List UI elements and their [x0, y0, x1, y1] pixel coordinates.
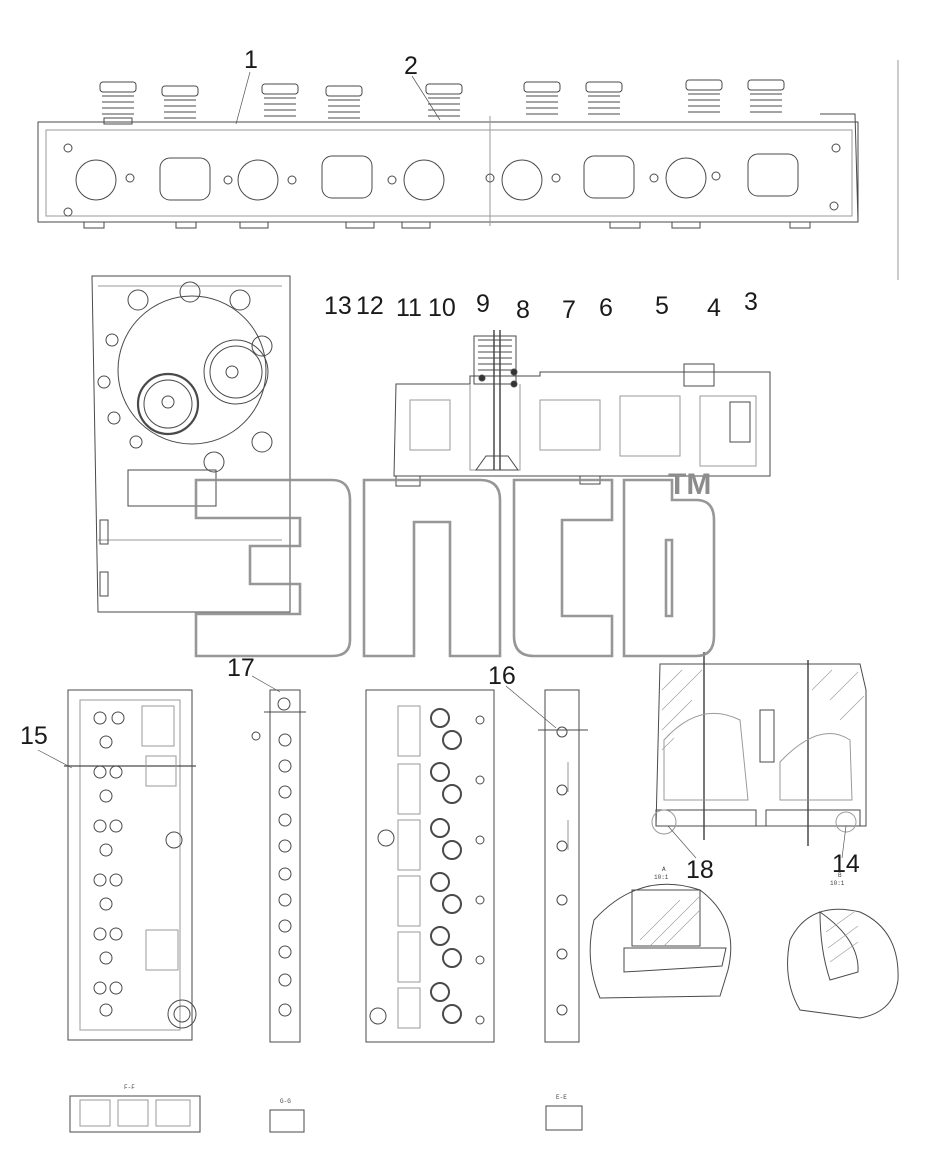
section-label-ff: F-F [124, 1084, 135, 1091]
section-label-gg: G-G [280, 1098, 291, 1105]
chamber-section-view [651, 652, 867, 846]
callout-12: 12 [356, 292, 384, 320]
callout-7: 7 [562, 296, 576, 324]
callout-9: 9 [476, 290, 490, 318]
callout-16: 16 [488, 662, 516, 690]
callout-5: 5 [655, 292, 669, 320]
section-gg-snippet [269, 1109, 305, 1133]
cylinder-head-side-view [37, 60, 899, 280]
callout-6: 6 [599, 294, 613, 322]
detail-a-label: A [662, 866, 666, 873]
callout-1: 1 [244, 46, 258, 74]
callout-4: 4 [707, 294, 721, 322]
watermark-trademark: TM [668, 468, 712, 501]
section-ee-snippet [545, 1105, 583, 1131]
callout-2: 2 [404, 52, 418, 80]
callout-13: 13 [324, 292, 352, 320]
callout-18: 18 [686, 856, 714, 884]
plan-view-17 [251, 689, 306, 1043]
callout-17: 17 [227, 654, 255, 682]
detail-b-label: B [838, 872, 842, 879]
section-ff-snippet [69, 1095, 201, 1133]
callout-8: 8 [516, 296, 530, 324]
plan-view-16 [538, 689, 588, 1043]
plan-view-15 [64, 689, 197, 1041]
section-label-ee: E-E [556, 1094, 567, 1101]
detail-a-view [589, 883, 732, 999]
detail-a-scale: 10:1 [654, 874, 669, 881]
callout-15: 15 [20, 722, 48, 750]
detail-b-scale: 10:1 [830, 880, 845, 887]
valve-section-view [393, 330, 771, 487]
callout-14: 14 [832, 850, 860, 878]
valve-springs-top [99, 79, 785, 125]
callout-3: 3 [744, 288, 758, 316]
plan-view-top [365, 689, 495, 1043]
watermark-logo [194, 478, 716, 658]
callout-10: 10 [428, 294, 456, 322]
detail-b-view [787, 908, 899, 1019]
callout-11: 11 [396, 294, 422, 322]
cylinder-head-end-view [91, 275, 291, 613]
